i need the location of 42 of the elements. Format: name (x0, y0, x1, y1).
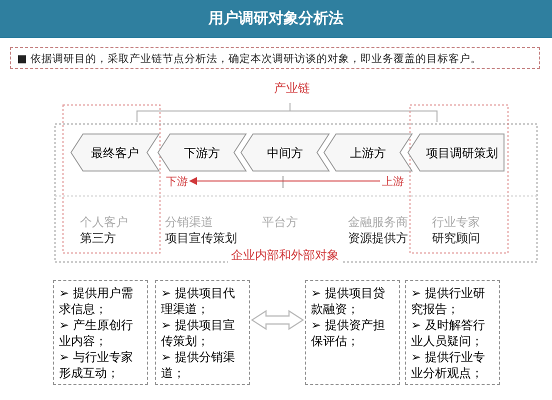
bullet-text: ➢ 提供行业研究报告； (411, 285, 486, 317)
column-text: 第三方 (80, 230, 116, 247)
column-heading: 个人客户 (80, 214, 128, 231)
chevron-shape (70, 133, 160, 172)
column-heading: 金融服务商 (348, 214, 408, 231)
role-box (405, 280, 500, 385)
bullet-text: ➢ 提供用户需求信息； (59, 285, 134, 317)
bullet-text: ➢ 提供行业专业分析观点； (411, 349, 486, 381)
column-text: 项目宣传策划 (165, 230, 237, 247)
title: 用户调研对象分析法 (207, 9, 344, 28)
role-box (155, 280, 250, 385)
column-heading: 平台方 (262, 214, 298, 231)
edge-end-label: 下游 (166, 174, 188, 189)
column-text: 研究顾问 (432, 230, 480, 247)
node-text: 中间方 (266, 144, 304, 162)
note-box: ■ 依据调研目的，采取产业链节点分析法，确定本次调研访谈的对象，即业务覆盖的目标客户。 (10, 47, 540, 69)
column-heading: 行业专家 (432, 214, 480, 231)
node-text: 最终客户 (90, 144, 140, 162)
chevron-shape (407, 133, 505, 172)
bullet-text: ➢ 及时解答行业人员疑问； (411, 317, 486, 349)
role-box (53, 280, 148, 385)
bullet-text: ➢ 提供项目代理渠道； (161, 285, 236, 317)
node-text: 项目调研策划 (425, 144, 499, 162)
chevron-shape (157, 133, 247, 172)
chevron-shape (323, 133, 413, 172)
bullet-text: ➢ 提供资产担保评估； (311, 317, 386, 349)
bullet-text: ➢ 提供项目贷款融资； (311, 285, 386, 317)
bullet-text: ➢ 提供分销渠道； (161, 349, 236, 381)
column-text: 资源提供方 (348, 230, 408, 247)
arrow (189, 177, 380, 185)
node-text: 下游方 (183, 144, 221, 162)
double-arrow (250, 310, 304, 330)
chevron-shape (240, 133, 330, 172)
role-box (305, 280, 400, 385)
node-text: 上游方 (349, 144, 387, 162)
bullet-text: ➢ 与行业专家形成互动； (59, 349, 134, 381)
column-heading: 分销渠道 (165, 214, 213, 231)
edge-end-label: 上游 (382, 174, 404, 189)
group-label: 企业内部和外部对象 (228, 247, 342, 264)
bullet-text: ➢ 产生原创行业内容； (59, 317, 134, 349)
bullet-text: ➢ 提供项目宣传策划； (161, 317, 236, 349)
chain-label: 产业链 (274, 80, 310, 97)
